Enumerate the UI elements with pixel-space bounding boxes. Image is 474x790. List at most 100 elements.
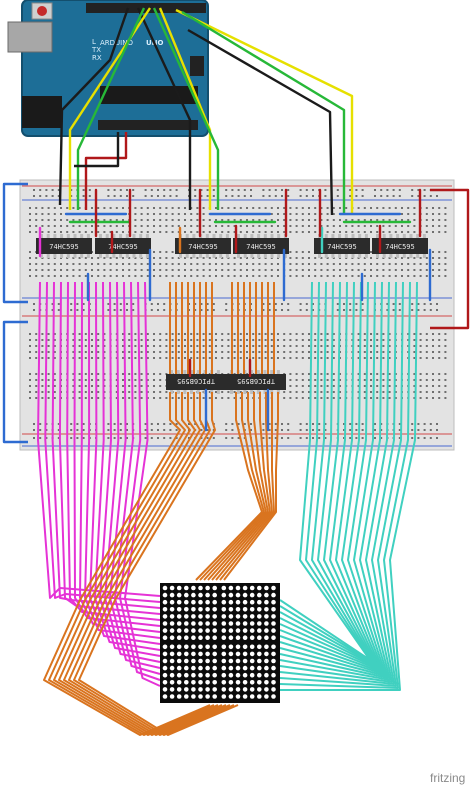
led-dot <box>191 607 196 612</box>
breadboard-hole <box>394 269 397 271</box>
breadboard-hole <box>332 379 335 381</box>
breadboard-rail-hole <box>194 303 197 305</box>
breadboard-hole <box>339 379 341 381</box>
chip-pin <box>139 254 143 258</box>
breadboard-hole <box>97 385 100 387</box>
breadboard-hole <box>314 333 317 335</box>
ribbon-wire <box>53 392 219 736</box>
breadboard-rail-hole <box>107 195 110 197</box>
breadboard-hole <box>239 333 242 335</box>
led-dot <box>176 621 182 626</box>
breadboard-hole <box>159 207 162 209</box>
led-dot <box>221 644 227 650</box>
breadboard-hole <box>128 263 131 265</box>
breadboard-hole <box>84 351 87 353</box>
ribbon-wire <box>279 281 404 687</box>
breadboard-hole <box>171 275 174 277</box>
breadboard-hole <box>171 263 174 265</box>
breadboard-hole <box>438 251 441 253</box>
breadboard-hole <box>215 275 217 277</box>
breadboard-rail-hole <box>262 437 265 439</box>
breadboard-rail-hole <box>281 195 283 197</box>
breadboard-hole <box>301 333 304 335</box>
breadboard-rail-hole <box>82 303 85 305</box>
breadboard-hole <box>326 385 329 387</box>
breadboard-hole <box>370 231 372 233</box>
breadboard-hole <box>301 351 304 353</box>
breadboard-rail-hole <box>200 303 203 305</box>
breadboard-hole <box>196 269 199 271</box>
breadboard-rail-hole <box>336 189 339 191</box>
breadboard-hole <box>326 275 329 277</box>
led-dot <box>191 644 196 650</box>
breadboard-hole <box>97 397 100 399</box>
breadboard-hole <box>72 385 75 387</box>
breadboard-hole <box>115 207 118 209</box>
breadboard-hole <box>196 213 199 215</box>
breadboard-rail-hole <box>107 303 110 305</box>
breadboard-rail-hole <box>225 423 228 425</box>
shift-register-6: 74HC595 <box>372 234 428 258</box>
breadboard-hole <box>128 257 131 259</box>
breadboard-rail-hole <box>436 423 438 425</box>
breadboard-rail-hole <box>274 437 277 439</box>
breadboard-hole <box>357 219 360 221</box>
breadboard-hole <box>134 275 137 277</box>
breadboard-hole <box>159 351 162 353</box>
breadboard-hole <box>78 275 81 277</box>
breadboard-hole <box>239 219 242 221</box>
led-dot <box>249 680 255 685</box>
breadboard-hole <box>122 207 124 209</box>
breadboard-rail-hole <box>144 429 147 431</box>
breadboard-rail-hole <box>262 303 265 305</box>
led-dot <box>249 599 255 605</box>
led-dot <box>176 680 182 685</box>
breadboard-hole <box>122 379 124 381</box>
breadboard-hole <box>382 397 385 399</box>
breadboard-hole <box>29 263 31 265</box>
breadboard-hole <box>41 263 44 265</box>
breadboard-hole <box>289 257 292 259</box>
chip-pin <box>324 234 328 238</box>
led-dot <box>212 694 217 699</box>
breadboard-rail-hole <box>398 423 401 425</box>
breadboard-hole <box>165 345 168 347</box>
breadboard-hole <box>91 385 93 387</box>
breadboard-hole <box>165 263 168 265</box>
led-dot <box>242 621 248 626</box>
breadboard-hole <box>444 357 447 359</box>
breadboard-rail-hole <box>318 423 321 425</box>
breadboard-hole <box>444 373 447 375</box>
breadboard-hole <box>277 207 279 209</box>
chip-pin <box>170 390 173 394</box>
breadboard-hole <box>438 207 441 209</box>
breadboard-hole <box>277 225 279 227</box>
breadboard-hole <box>153 269 155 271</box>
breadboard-hole <box>407 219 410 221</box>
breadboard-hole <box>208 269 211 271</box>
breadboard-hole <box>357 351 360 353</box>
breadboard-hole <box>196 351 199 353</box>
breadboard-rail-hole <box>169 423 172 425</box>
breadboard-hole <box>196 225 199 227</box>
chip-pin <box>263 254 267 258</box>
breadboard-rail-hole <box>157 189 159 191</box>
breadboard-hole <box>301 225 304 227</box>
ribbon-wire <box>199 392 265 581</box>
led-dot <box>162 644 168 650</box>
ribbon-wire <box>280 281 418 691</box>
led-dot <box>249 694 255 699</box>
breadboard-hole <box>413 373 416 375</box>
breadboard-hole <box>171 251 174 253</box>
led-dot <box>249 592 255 598</box>
breadboard-hole <box>72 357 75 359</box>
breadboard-hole <box>289 379 292 381</box>
breadboard-hole <box>41 373 44 375</box>
led-dot <box>242 672 248 678</box>
breadboard-rail-hole <box>126 423 128 425</box>
breadboard-hole <box>97 345 100 347</box>
led-dot <box>212 621 217 626</box>
breadboard-hole <box>444 333 447 335</box>
breadboard-hole <box>258 351 261 353</box>
